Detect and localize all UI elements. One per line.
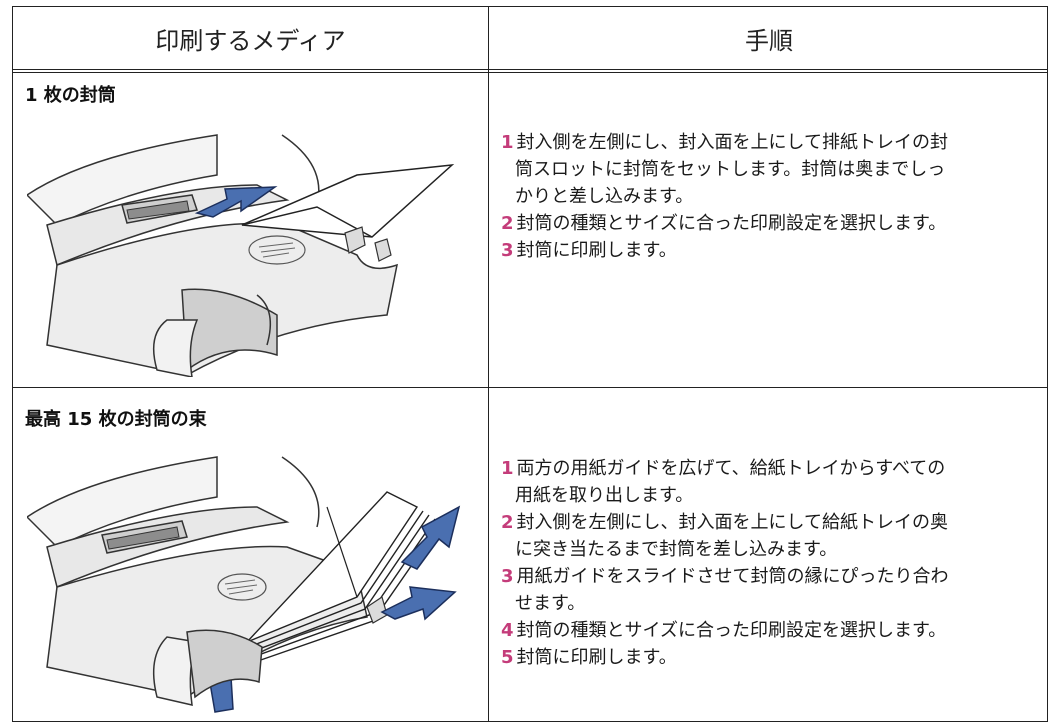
column-divider: [488, 7, 489, 721]
row-divider: [13, 387, 1047, 388]
step-text-cont: せます。: [515, 593, 586, 614]
step-text: 封入側を左側にし、封入面を上にして排紙トレイの封: [516, 132, 948, 153]
step-text: 封筒の種類とサイズに合った印刷設定を選択します。: [516, 213, 947, 234]
step-number: 2: [501, 213, 514, 234]
row1-media-title: 1 枚の封筒: [25, 85, 116, 106]
table-header: 印刷するメディア 手順: [13, 7, 1047, 69]
step-number: 1: [501, 132, 514, 153]
single-envelope-illustration: [27, 134, 455, 377]
step-number: 3: [501, 566, 514, 587]
step-number: 5: [501, 647, 514, 668]
step-text: 両方の用紙ガイドを広げて、給紙トレイからすべての: [516, 458, 946, 479]
step-number: 1: [501, 458, 514, 479]
envelope-stack-illustration: [27, 456, 461, 713]
header-steps: 手順: [745, 26, 793, 55]
step-text: 封筒の種類とサイズに合った印刷設定を選択します。: [516, 620, 947, 641]
step-text: 用紙ガイドをスライドさせて封筒の縁にぴったり合わ: [516, 566, 949, 587]
step-text-cont: に突き当たるまで封筒を差し込みます。: [515, 539, 838, 560]
header-divider: [13, 69, 1047, 70]
header-divider-double: [13, 72, 1047, 73]
step-text-cont: 用紙を取り出します。: [515, 485, 694, 506]
step-number: 2: [501, 512, 514, 533]
step-text: 封入側を左側にし、封入面を上にして給紙トレイの奥: [516, 512, 948, 533]
step-text-cont: かりと差し込みます。: [515, 186, 694, 207]
step-text: 封筒に印刷します。: [516, 647, 677, 668]
step-number: 4: [501, 620, 514, 641]
row2-media-title: 最高 15 枚の封筒の束: [25, 409, 207, 430]
header-media: 印刷するメディア: [155, 26, 346, 55]
step-number: 3: [501, 240, 514, 261]
step-text: 封筒に印刷します。: [516, 240, 677, 261]
step-text-cont: 筒スロットに封筒をセットします。封筒は奥までしっ: [515, 159, 946, 180]
